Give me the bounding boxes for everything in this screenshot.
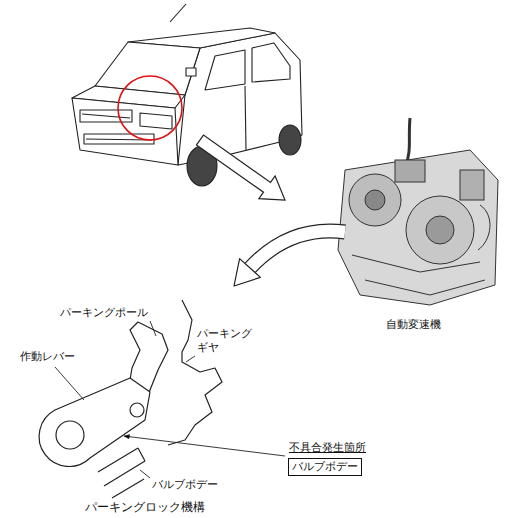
pointer-arrow [250,231,345,268]
front-grille [80,110,132,122]
lever-hole [56,421,84,449]
actuating-lever [39,378,150,466]
pointer-arrow [234,259,260,286]
case-seam [365,280,485,295]
part-label: パーキングポール [60,306,148,320]
fault-location-box: 不具合発生箇所バルブボデー [288,441,367,476]
antenna [170,4,186,22]
part-label: 自動変速機 [386,318,441,332]
node-heading: 不具合発生箇所 [288,441,367,458]
pointer-arrow [197,135,286,200]
transmission-drawing [338,118,498,305]
side-window [205,50,245,90]
leader-line [186,356,195,362]
part-label: 作動レバー [20,350,75,364]
sensor [460,170,484,200]
lever-pin [130,403,144,417]
leader-arrow [124,436,285,456]
parking-lock-drawing [39,300,222,498]
parking-gear [168,300,222,445]
pointer-arrow [250,231,345,268]
wire [478,205,490,250]
housing [406,196,474,264]
part-label: バルブボデー [152,478,218,492]
housing-boss [426,216,454,244]
highlight-circle [118,76,182,140]
leader-lines [55,321,285,478]
grille-line [82,114,130,118]
leader-line [140,470,150,478]
door-mirror [186,68,196,76]
door-line [245,86,246,150]
valve-body-hatch [112,479,144,498]
leader-line [150,321,156,336]
rear-wheel [279,125,301,155]
valve-cover [395,160,425,182]
side-window [252,43,290,82]
part-label: パーキングロック機構 [85,500,205,515]
part-label: パーキング ギヤ [197,327,259,355]
headlight [140,113,172,129]
housing [349,174,401,226]
case-seam [352,255,480,272]
leader-line [55,367,84,400]
car-drawing [72,4,302,186]
housing-boss [365,190,385,210]
valve-body-edge [138,448,145,461]
transmission-case [338,150,498,305]
car-front [72,98,178,165]
node-text: バルブボデー [288,458,362,476]
